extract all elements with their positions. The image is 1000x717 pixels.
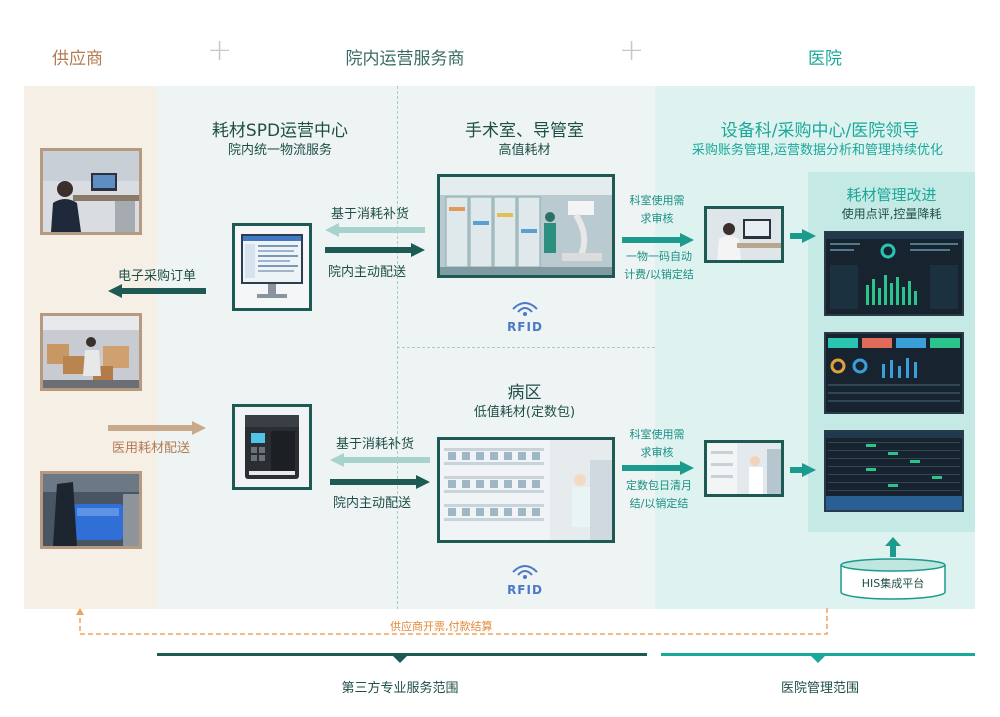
bottom-replenish-arrow	[330, 452, 430, 467]
bottom-deliver-label: 院内主动配送	[333, 496, 412, 511]
purchase-order-label: 电子采购订单	[118, 269, 197, 284]
medical-delivery-arrow	[108, 420, 206, 435]
improvement-subtitle: 使用点评,控量降耗	[841, 207, 942, 221]
header-supplier: 供应商	[52, 49, 103, 69]
top-review-label: 科室使用需 求审核	[629, 194, 685, 225]
bottom-deliver-arrow	[330, 474, 430, 489]
rfid-wave-icon	[512, 565, 538, 579]
rfid-bottom: RFID	[497, 563, 553, 597]
top-replenish-arrow	[325, 222, 425, 237]
horizontal-divider	[397, 347, 655, 348]
hospital-scope-pointer	[810, 655, 826, 663]
top-replenish-label: 基于消耗补货	[331, 207, 410, 222]
top-to-dashboard-arrow	[790, 228, 816, 243]
top-billing-label: 一物一码自动 计费/以销定结	[624, 250, 694, 281]
his-platform-label: HIS集成平台	[861, 577, 925, 590]
invoice-loop-line	[76, 608, 828, 638]
hospital-scope-line	[661, 653, 975, 656]
rfid-bottom-text: RFID	[507, 583, 543, 597]
invoice-label: 供应商开票,付款结算	[390, 620, 493, 633]
spd-center-subtitle: 院内统一物流服务	[227, 143, 332, 158]
rfid-top-text: RFID	[507, 320, 543, 334]
plus-sign-1: +	[207, 33, 233, 68]
top-deliver-label: 院内主动配送	[328, 265, 407, 280]
plus-sign-2: +	[619, 33, 645, 68]
supplier-warehouse-photo	[40, 313, 142, 391]
label-printer	[232, 404, 312, 490]
operating-room-title: 手术室、导管室	[465, 121, 584, 141]
third-party-scope-label: 第三方专业服务范围	[341, 681, 459, 696]
bottom-replenish-label: 基于消耗补货	[336, 437, 415, 452]
operating-room-subtitle: 高值耗材	[498, 143, 551, 158]
third-party-scope-line	[157, 653, 647, 656]
ward-photo	[437, 437, 615, 543]
spd-center-title: 耗材SPD运营中心	[211, 121, 349, 141]
supplier-delivery-photo	[40, 471, 142, 549]
rfid-wave-icon	[512, 302, 538, 316]
purchase-order-arrow	[108, 283, 206, 298]
spd-software-monitor	[232, 223, 312, 311]
third-party-scope-pointer	[392, 655, 408, 663]
operating-room-photo	[437, 174, 615, 278]
medical-delivery-label: 医用耗材配送	[112, 441, 191, 456]
dashboard-screen-2	[824, 332, 964, 414]
bottom-to-dashboard-arrow	[790, 462, 816, 477]
top-deliver-arrow	[325, 242, 425, 257]
review-office-photo-bottom	[704, 440, 784, 497]
ward-title: 病区	[507, 383, 542, 403]
hospital-scope-label: 医院管理范围	[780, 681, 859, 696]
rfid-top: RFID	[497, 300, 553, 334]
dashboard-screen-3	[824, 430, 964, 512]
review-office-photo-top	[704, 206, 784, 263]
bottom-billing-label: 定数包日清月 结/以销定结	[626, 479, 692, 510]
his-platform: HIS集成平台	[840, 558, 946, 600]
top-review-arrow	[622, 232, 694, 247]
dashboard-screen-1	[824, 231, 964, 316]
improvement-title: 耗材管理改进	[846, 186, 937, 204]
ward-subtitle: 低值耗材(定数包)	[473, 405, 576, 420]
header-operator: 院内运营服务商	[345, 49, 465, 69]
bottom-review-label: 科室使用需 求审核	[629, 428, 685, 459]
bottom-review-arrow	[622, 460, 694, 475]
his-up-arrow	[885, 537, 901, 557]
database-icon	[840, 558, 946, 600]
hospital-mgmt-title: 设备科/采购中心/医院领导	[720, 121, 920, 141]
supplier-office-photo	[40, 148, 142, 235]
hospital-mgmt-subtitle: 采购账务管理,运营数据分析和管理持续优化	[691, 143, 944, 158]
header-hospital: 医院	[808, 49, 842, 69]
